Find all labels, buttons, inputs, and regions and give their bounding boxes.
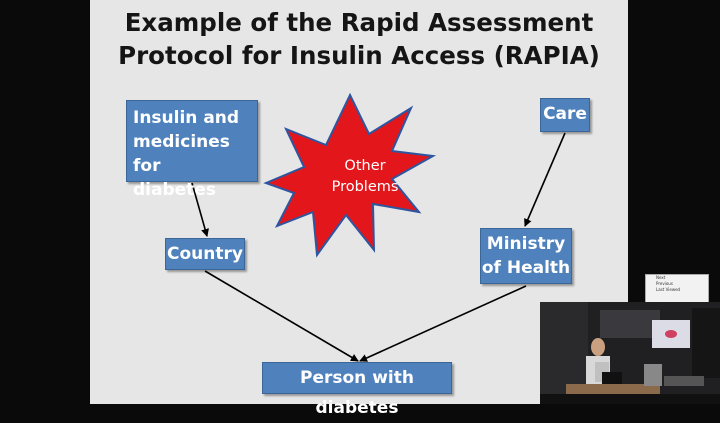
podium-desk (566, 384, 660, 394)
arrow-insulin-to-country (191, 182, 209, 237)
insulin-medicines-box: Insulin and medicines for diabetes (126, 100, 258, 200)
other-problems-star (263, 92, 437, 258)
slide-title: Example of the Rapid Assessment Protocol… (118, 8, 600, 70)
speaker-video-inset (540, 302, 720, 404)
arrow-ministry-to-person (359, 285, 527, 362)
other-problems-label: Other Problems (331, 158, 399, 195)
arrow-country-to-person (204, 270, 359, 362)
ministry-of-health-box: Ministry of Health (480, 228, 572, 284)
person-with-diabetes-box: Person with diabetes (262, 362, 452, 418)
diagram-canvas (191, 92, 566, 362)
care-box: Care (540, 98, 590, 132)
menu-item-next[interactable]: Next (656, 275, 666, 280)
menu-item-last-viewed[interactable]: Last Viewed (656, 287, 681, 292)
country-box: Country (165, 238, 245, 270)
menu-item-previous[interactable]: Previous (656, 281, 673, 286)
speaker-scene (540, 302, 720, 404)
slide: Example of the Rapid Assessment Protocol… (90, 0, 628, 418)
arrow-care-to-ministry (524, 132, 566, 227)
speaker-head (591, 338, 605, 356)
slide-context-menu[interactable]: Next Previous Last Viewed (645, 274, 709, 304)
